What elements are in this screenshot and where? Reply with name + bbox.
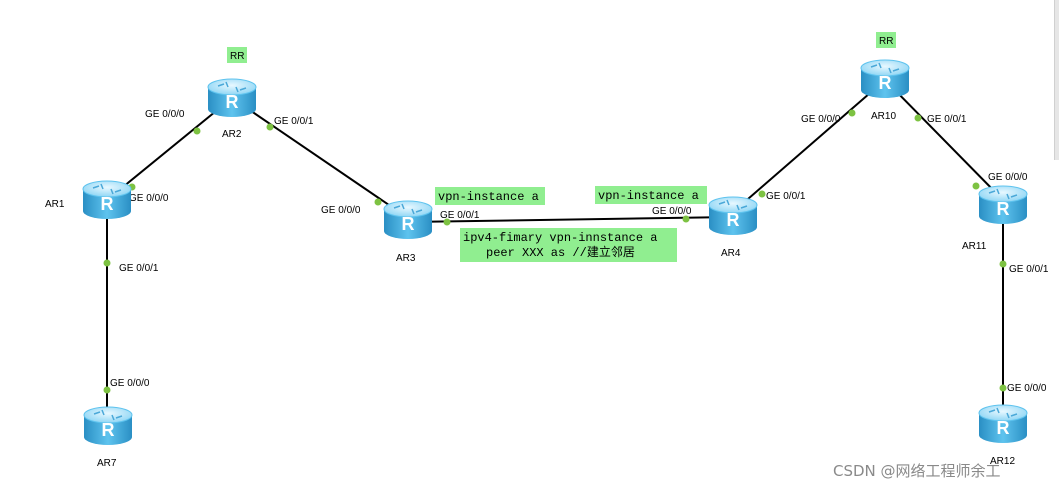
port-label-ar10-ge001: GE 0/0/1 xyxy=(927,114,967,125)
port-label-ar3-ge001: GE 0/0/1 xyxy=(440,210,480,221)
note-peer: ipv4-fimary vpn-innstance a peer XXX as … xyxy=(460,228,677,262)
link-ar10-ar11[interactable] xyxy=(884,79,1004,201)
router-label-ar4: AR4 xyxy=(721,248,741,259)
rr-tag-ar10: RR xyxy=(876,32,896,48)
port-label-ar2-ge001: GE 0/0/1 xyxy=(274,116,314,127)
router-label-ar10: AR10 xyxy=(871,111,896,122)
router-letter: R xyxy=(997,199,1010,219)
port-dots xyxy=(103,109,1007,394)
router-ar7[interactable]: R xyxy=(83,406,133,445)
port-dot[interactable] xyxy=(266,123,274,131)
link-ar2-ar3[interactable] xyxy=(231,97,409,219)
port-label-ar1-ge001: GE 0/0/1 xyxy=(119,263,159,274)
note-ar4-vpn-text: vpn-instance a xyxy=(598,189,699,203)
note-ar3-vpn: vpn-instance a xyxy=(435,187,545,205)
port-dot[interactable] xyxy=(999,384,1007,392)
port-dot[interactable] xyxy=(999,260,1007,268)
router-letter: R xyxy=(879,73,892,93)
port-label-ar2-ge000: GE 0/0/0 xyxy=(145,109,185,120)
link-ar1-ar2[interactable] xyxy=(106,97,233,201)
port-label-ar4-ge001: GE 0/0/1 xyxy=(766,191,806,202)
port-label-ar11-ge000: GE 0/0/0 xyxy=(988,172,1028,183)
vertical-scrollbar[interactable] xyxy=(1054,0,1059,160)
links xyxy=(106,79,1004,425)
rr-tag-text: RR xyxy=(879,36,893,47)
port-label-ar4-ge000: GE 0/0/0 xyxy=(652,206,692,217)
router-letter: R xyxy=(102,420,115,440)
router-ar1[interactable]: R xyxy=(82,180,132,219)
router-letter: R xyxy=(101,194,114,214)
router-letter: R xyxy=(226,92,239,112)
router-label-ar11: AR11 xyxy=(962,241,987,252)
rr-tag-text: RR xyxy=(230,51,244,62)
router-labels: AR1 AR2 AR3 AR4 AR7 AR10 AR11 AR12 xyxy=(45,111,1015,469)
port-dot[interactable] xyxy=(914,114,922,122)
watermark: CSDN @网络工程师余工 xyxy=(833,462,1001,480)
port-dot[interactable] xyxy=(682,215,690,223)
port-labels: GE 0/0/0 GE 0/0/0 GE 0/0/1 GE 0/0/0 GE 0… xyxy=(110,109,1049,394)
port-label-ar3-ge000: GE 0/0/0 xyxy=(321,205,361,216)
router-ar11[interactable]: R xyxy=(978,185,1028,224)
link-ar4-ar10[interactable] xyxy=(732,79,886,213)
note-peer-line2: peer XXX as //建立邻居 xyxy=(486,244,635,260)
port-dot[interactable] xyxy=(443,218,451,226)
port-label-ar12-ge000: GE 0/0/0 xyxy=(1007,383,1047,394)
port-label-ar11-ge001: GE 0/0/1 xyxy=(1009,264,1049,275)
rr-tag-ar2: RR xyxy=(227,47,247,63)
port-label-ar7-ge000: GE 0/0/0 xyxy=(110,378,150,389)
port-dot[interactable] xyxy=(848,109,856,117)
router-letter: R xyxy=(727,210,740,230)
router-label-ar2: AR2 xyxy=(222,129,242,140)
router-letter: R xyxy=(402,214,415,234)
port-dot[interactable] xyxy=(103,386,111,394)
router-ar10[interactable]: R xyxy=(860,59,910,98)
port-dot[interactable] xyxy=(193,127,201,135)
router-letter: R xyxy=(997,418,1010,438)
note-ar4-vpn: vpn-instance a xyxy=(595,186,707,204)
router-ar4[interactable]: R xyxy=(708,196,758,235)
note-peer-line1: ipv4-fimary vpn-innstance a xyxy=(463,231,657,245)
note-ar3-vpn-text: vpn-instance a xyxy=(438,190,539,204)
router-ar3[interactable]: R xyxy=(383,200,433,239)
link-ar3-ar4[interactable] xyxy=(407,216,734,223)
port-dot[interactable] xyxy=(374,198,382,206)
router-label-ar1: AR1 xyxy=(45,199,65,210)
router-label-ar3: AR3 xyxy=(396,253,416,264)
router-label-ar12: AR12 xyxy=(990,456,1015,467)
port-label-ar10-ge000: GE 0/0/0 xyxy=(801,114,841,125)
port-label-ar1-ge000: GE 0/0/0 xyxy=(129,193,169,204)
port-dot[interactable] xyxy=(103,259,111,267)
router-ar2[interactable]: R xyxy=(207,78,257,117)
router-ar12[interactable]: R xyxy=(978,404,1028,443)
router-label-ar7: AR7 xyxy=(97,458,117,469)
port-dot[interactable] xyxy=(972,182,980,190)
port-dot[interactable] xyxy=(758,190,766,198)
